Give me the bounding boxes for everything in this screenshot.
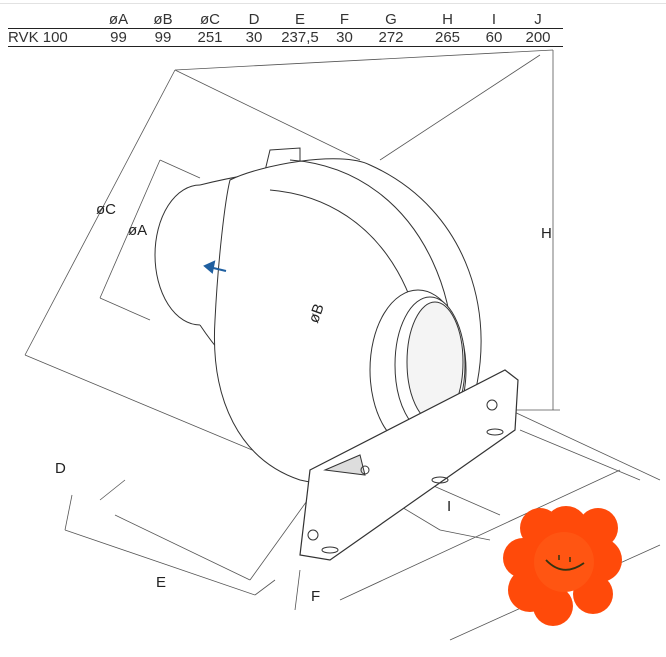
value-cell: 200 — [513, 28, 563, 47]
header-cell: øC — [200, 11, 220, 28]
header-cell: J — [534, 11, 542, 28]
value-cell: 272 — [362, 28, 420, 47]
value-cell: 30 — [327, 28, 362, 47]
divider — [0, 3, 666, 4]
label-I: I — [447, 498, 452, 515]
header-cell: D — [248, 11, 260, 28]
fan-body — [154, 147, 519, 561]
header-cell: E — [294, 11, 305, 28]
label-H: H — [541, 225, 552, 242]
table-header-row: øA øB øC D E F G H I J — [8, 11, 563, 29]
header-cell: I — [491, 11, 497, 28]
airflow-arrow-icon — [203, 260, 227, 274]
label-D: D — [55, 460, 66, 477]
model-cell: RVK 100 — [8, 28, 96, 47]
dimension-lines — [24, 49, 661, 641]
smiley-flower-sticker — [503, 506, 622, 626]
label-E: E — [156, 574, 167, 591]
value-cell: 99 — [96, 28, 141, 47]
value-cell: 99 — [141, 28, 185, 47]
header-cell: øB — [153, 11, 173, 28]
header-cell: F — [339, 11, 350, 28]
label-oA: øA — [128, 222, 148, 239]
value-cell: 60 — [475, 28, 513, 47]
header-cell: H — [442, 11, 453, 28]
label-F: F — [311, 588, 321, 605]
header-cell: øA — [108, 11, 129, 28]
value-cell: 251 — [185, 28, 235, 47]
value-cell: 265 — [420, 28, 475, 47]
label-oC: øC — [96, 201, 116, 218]
value-cell: 30 — [235, 28, 273, 47]
table-row: RVK 100 99 99 251 30 237,5 30 272 265 60… — [8, 28, 563, 47]
value-cell: 237,5 — [273, 28, 327, 47]
dimension-table: øA øB øC D E F G H I J RVK 100 99 99 251… — [8, 11, 563, 47]
header-cell: G — [385, 11, 397, 28]
